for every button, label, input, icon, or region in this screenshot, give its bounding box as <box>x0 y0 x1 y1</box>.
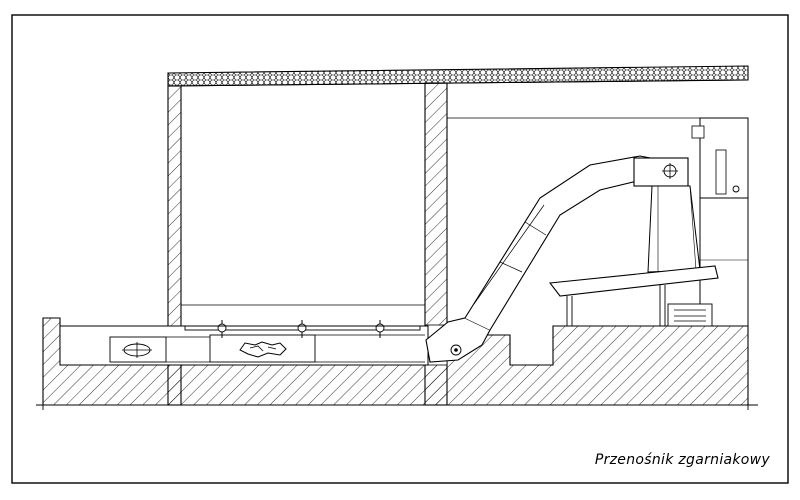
left-wall <box>167 85 182 406</box>
conveyor-channel <box>59 325 429 366</box>
middle-wall <box>424 82 448 406</box>
scraper-flights <box>184 320 421 338</box>
drawing-frame <box>11 14 789 484</box>
material-lumps <box>239 341 287 358</box>
tail-sprocket <box>122 342 152 358</box>
processing-machine <box>667 117 749 327</box>
roof-insulation <box>167 65 749 87</box>
drawing-caption: Przenośnik zgarniakowy <box>594 452 770 468</box>
discharge-head <box>633 157 701 273</box>
receiving-chute <box>548 265 719 326</box>
